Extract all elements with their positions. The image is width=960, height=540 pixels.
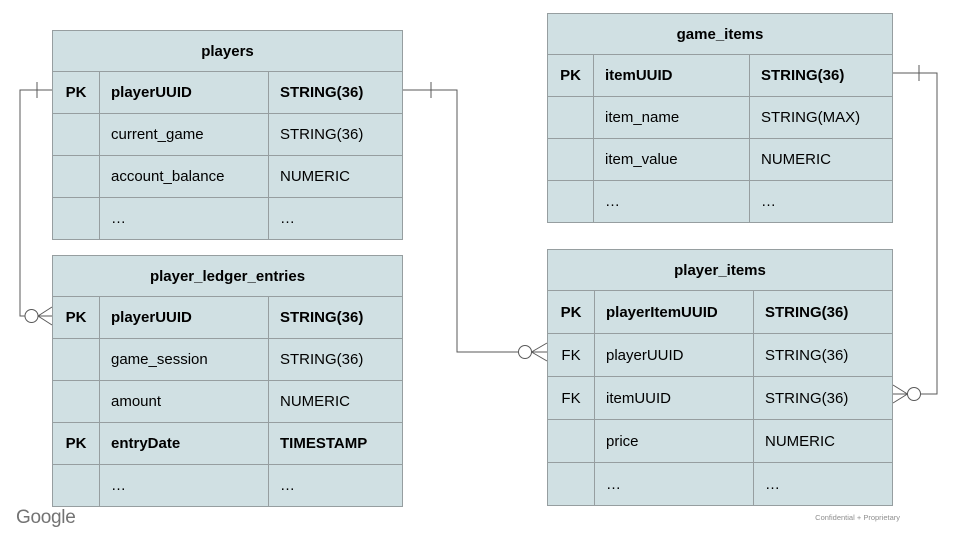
key-cell: [548, 181, 593, 222]
field-cell: item_value: [593, 139, 749, 180]
table-row: FK playerUUID STRING(36): [548, 333, 892, 376]
type-cell: STRING(36): [753, 291, 892, 333]
type-cell: NUMERIC: [749, 139, 892, 180]
table-row: item_value NUMERIC: [548, 138, 892, 180]
field-cell: …: [99, 198, 268, 239]
key-cell: [53, 381, 99, 422]
key-cell: PK: [560, 67, 581, 84]
field-cell: playerUUID: [99, 297, 268, 338]
google-logo: Google: [16, 507, 76, 528]
table-game-items-title: game_items: [676, 25, 764, 43]
table-row: … …: [548, 462, 892, 505]
table-row: PK itemUUID STRING(36): [548, 54, 892, 96]
table-row: … …: [548, 180, 892, 222]
confidentiality-note: Confidential + Proprietary: [815, 513, 900, 522]
table-player-items: player_items PK playerItemUUID STRING(36…: [547, 249, 893, 506]
table-row: … …: [53, 464, 402, 506]
key-cell: [548, 97, 593, 138]
table-row: current_game STRING(36): [53, 113, 402, 155]
field-cell: itemUUID: [594, 377, 753, 419]
type-cell: …: [268, 198, 402, 239]
field-cell: itemUUID: [593, 55, 749, 96]
zero-or-many-icon: [24, 306, 53, 326]
key-cell: PK: [65, 84, 87, 101]
field-cell: playerUUID: [594, 334, 753, 376]
field-cell: account_balance: [99, 156, 268, 197]
key-cell: [53, 339, 99, 380]
table-row: PK playerUUID STRING(36): [53, 296, 402, 338]
type-cell: STRING(36): [268, 114, 402, 155]
type-cell: …: [268, 465, 402, 506]
key-cell: [53, 465, 99, 506]
type-cell: STRING(MAX): [749, 97, 892, 138]
table-player-ledger-entries-title: player_ledger_entries: [149, 267, 306, 285]
field-cell: …: [593, 181, 749, 222]
key-cell: PK: [65, 309, 87, 326]
zero-or-many-icon: [518, 342, 548, 362]
field-cell: …: [594, 463, 753, 505]
key-cell: [53, 114, 99, 155]
key-cell: FK: [561, 389, 581, 407]
key-cell: PK: [65, 435, 87, 452]
type-cell: …: [749, 181, 892, 222]
zero-or-many-icon: [892, 384, 921, 404]
field-cell: amount: [99, 381, 268, 422]
relationship-players-ledger: [19, 82, 53, 326]
field-cell: current_game: [99, 114, 268, 155]
table-row: FK itemUUID STRING(36): [548, 376, 892, 419]
key-cell: FK: [561, 346, 581, 364]
table-row: PK playerItemUUID STRING(36): [548, 290, 892, 333]
relationship-players-items: [403, 82, 548, 362]
field-cell: game_session: [99, 339, 268, 380]
relationship-gameitems-playeritems: [892, 65, 938, 404]
field-cell: playerUUID: [99, 72, 268, 113]
table-row: PK entryDate TIMESTAMP: [53, 422, 402, 464]
type-cell: STRING(36): [268, 297, 402, 338]
field-cell: playerItemUUID: [594, 291, 753, 333]
table-players-title: players: [201, 42, 254, 60]
type-cell: STRING(36): [753, 334, 892, 376]
key-cell: [548, 139, 593, 180]
table-row: PK playerUUID STRING(36): [53, 71, 402, 113]
table-row: account_balance NUMERIC: [53, 155, 402, 197]
type-cell: NUMERIC: [268, 381, 402, 422]
type-cell: …: [753, 463, 892, 505]
table-player-ledger-entries: player_ledger_entries PK playerUUID STRI…: [52, 255, 403, 507]
key-cell: [53, 198, 99, 239]
type-cell: NUMERIC: [753, 420, 892, 462]
type-cell: TIMESTAMP: [268, 423, 402, 464]
table-row: amount NUMERIC: [53, 380, 402, 422]
field-cell: …: [99, 465, 268, 506]
table-player-items-title: player_items: [674, 261, 766, 279]
table-row: price NUMERIC: [548, 419, 892, 462]
key-cell: [53, 156, 99, 197]
type-cell: STRING(36): [268, 339, 402, 380]
key-cell: [548, 420, 594, 462]
table-players: players PK playerUUID STRING(36) current…: [52, 30, 403, 240]
key-cell: PK: [560, 303, 582, 321]
table-row: item_name STRING(MAX): [548, 96, 892, 138]
table-row: … …: [53, 197, 402, 239]
field-cell: item_name: [593, 97, 749, 138]
table-row: game_session STRING(36): [53, 338, 402, 380]
field-cell: price: [594, 420, 753, 462]
type-cell: STRING(36): [268, 72, 402, 113]
type-cell: STRING(36): [753, 377, 892, 419]
table-game-items: game_items PK itemUUID STRING(36) item_n…: [547, 13, 893, 223]
key-cell: [548, 463, 594, 505]
field-cell: entryDate: [99, 423, 268, 464]
type-cell: STRING(36): [749, 55, 892, 96]
type-cell: NUMERIC: [268, 156, 402, 197]
